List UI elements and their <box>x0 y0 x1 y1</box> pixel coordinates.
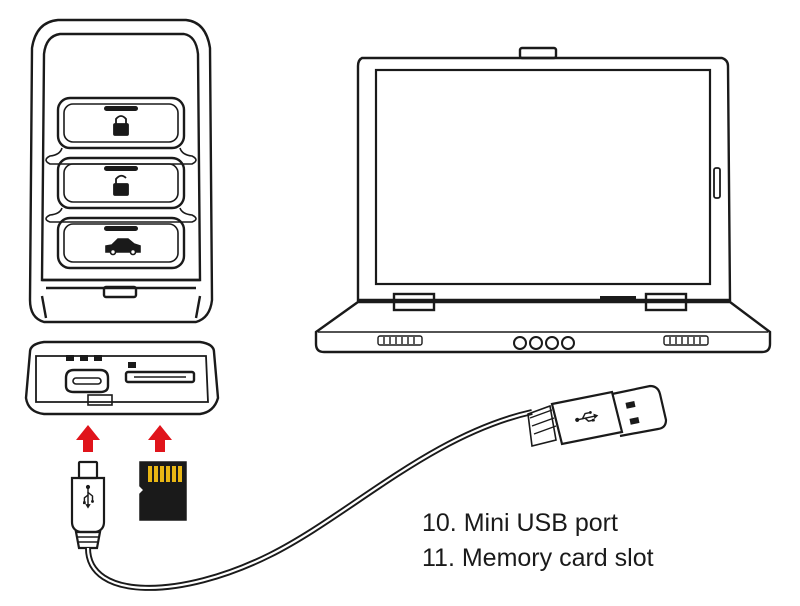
insertion-arrows <box>76 425 172 452</box>
key-fob <box>28 18 214 324</box>
laptop-camera <box>518 46 558 60</box>
laptop <box>314 46 772 354</box>
mini-usb-plug <box>70 460 106 550</box>
card-contacts <box>148 466 182 482</box>
laptop-base <box>314 300 772 354</box>
arrow-up-icon <box>148 425 172 452</box>
memory-card-slot <box>124 362 196 384</box>
car-trunk-icon <box>105 238 141 256</box>
fob-outer-shell <box>28 18 214 324</box>
usb-icon <box>573 408 601 426</box>
mini-usb-port <box>64 368 110 394</box>
memory-card <box>139 461 187 521</box>
label-memory-card-slot: 11. Memory card slot <box>422 544 654 572</box>
laptop-vent-right <box>663 335 709 346</box>
usb-icon <box>82 484 95 510</box>
fob-button-trunk <box>56 216 186 270</box>
label-mini-usb-port: 10. Mini USB port <box>422 509 618 537</box>
fob-button-lock <box>56 96 186 150</box>
laptop-vent-left <box>377 335 423 346</box>
usb-cable <box>85 409 533 591</box>
laptop-touchpad-buttons <box>513 336 575 350</box>
lock-closed-icon <box>113 115 129 136</box>
lock-open-icon <box>113 174 129 196</box>
fob-bottom-edge <box>24 340 220 416</box>
arrow-up-icon <box>76 425 100 452</box>
fob-button-unlock <box>56 156 186 210</box>
fob-keyring-notch <box>102 285 138 299</box>
laptop-screen <box>374 68 712 286</box>
usb-a-plug <box>527 384 668 447</box>
laptop-lid <box>356 56 732 302</box>
